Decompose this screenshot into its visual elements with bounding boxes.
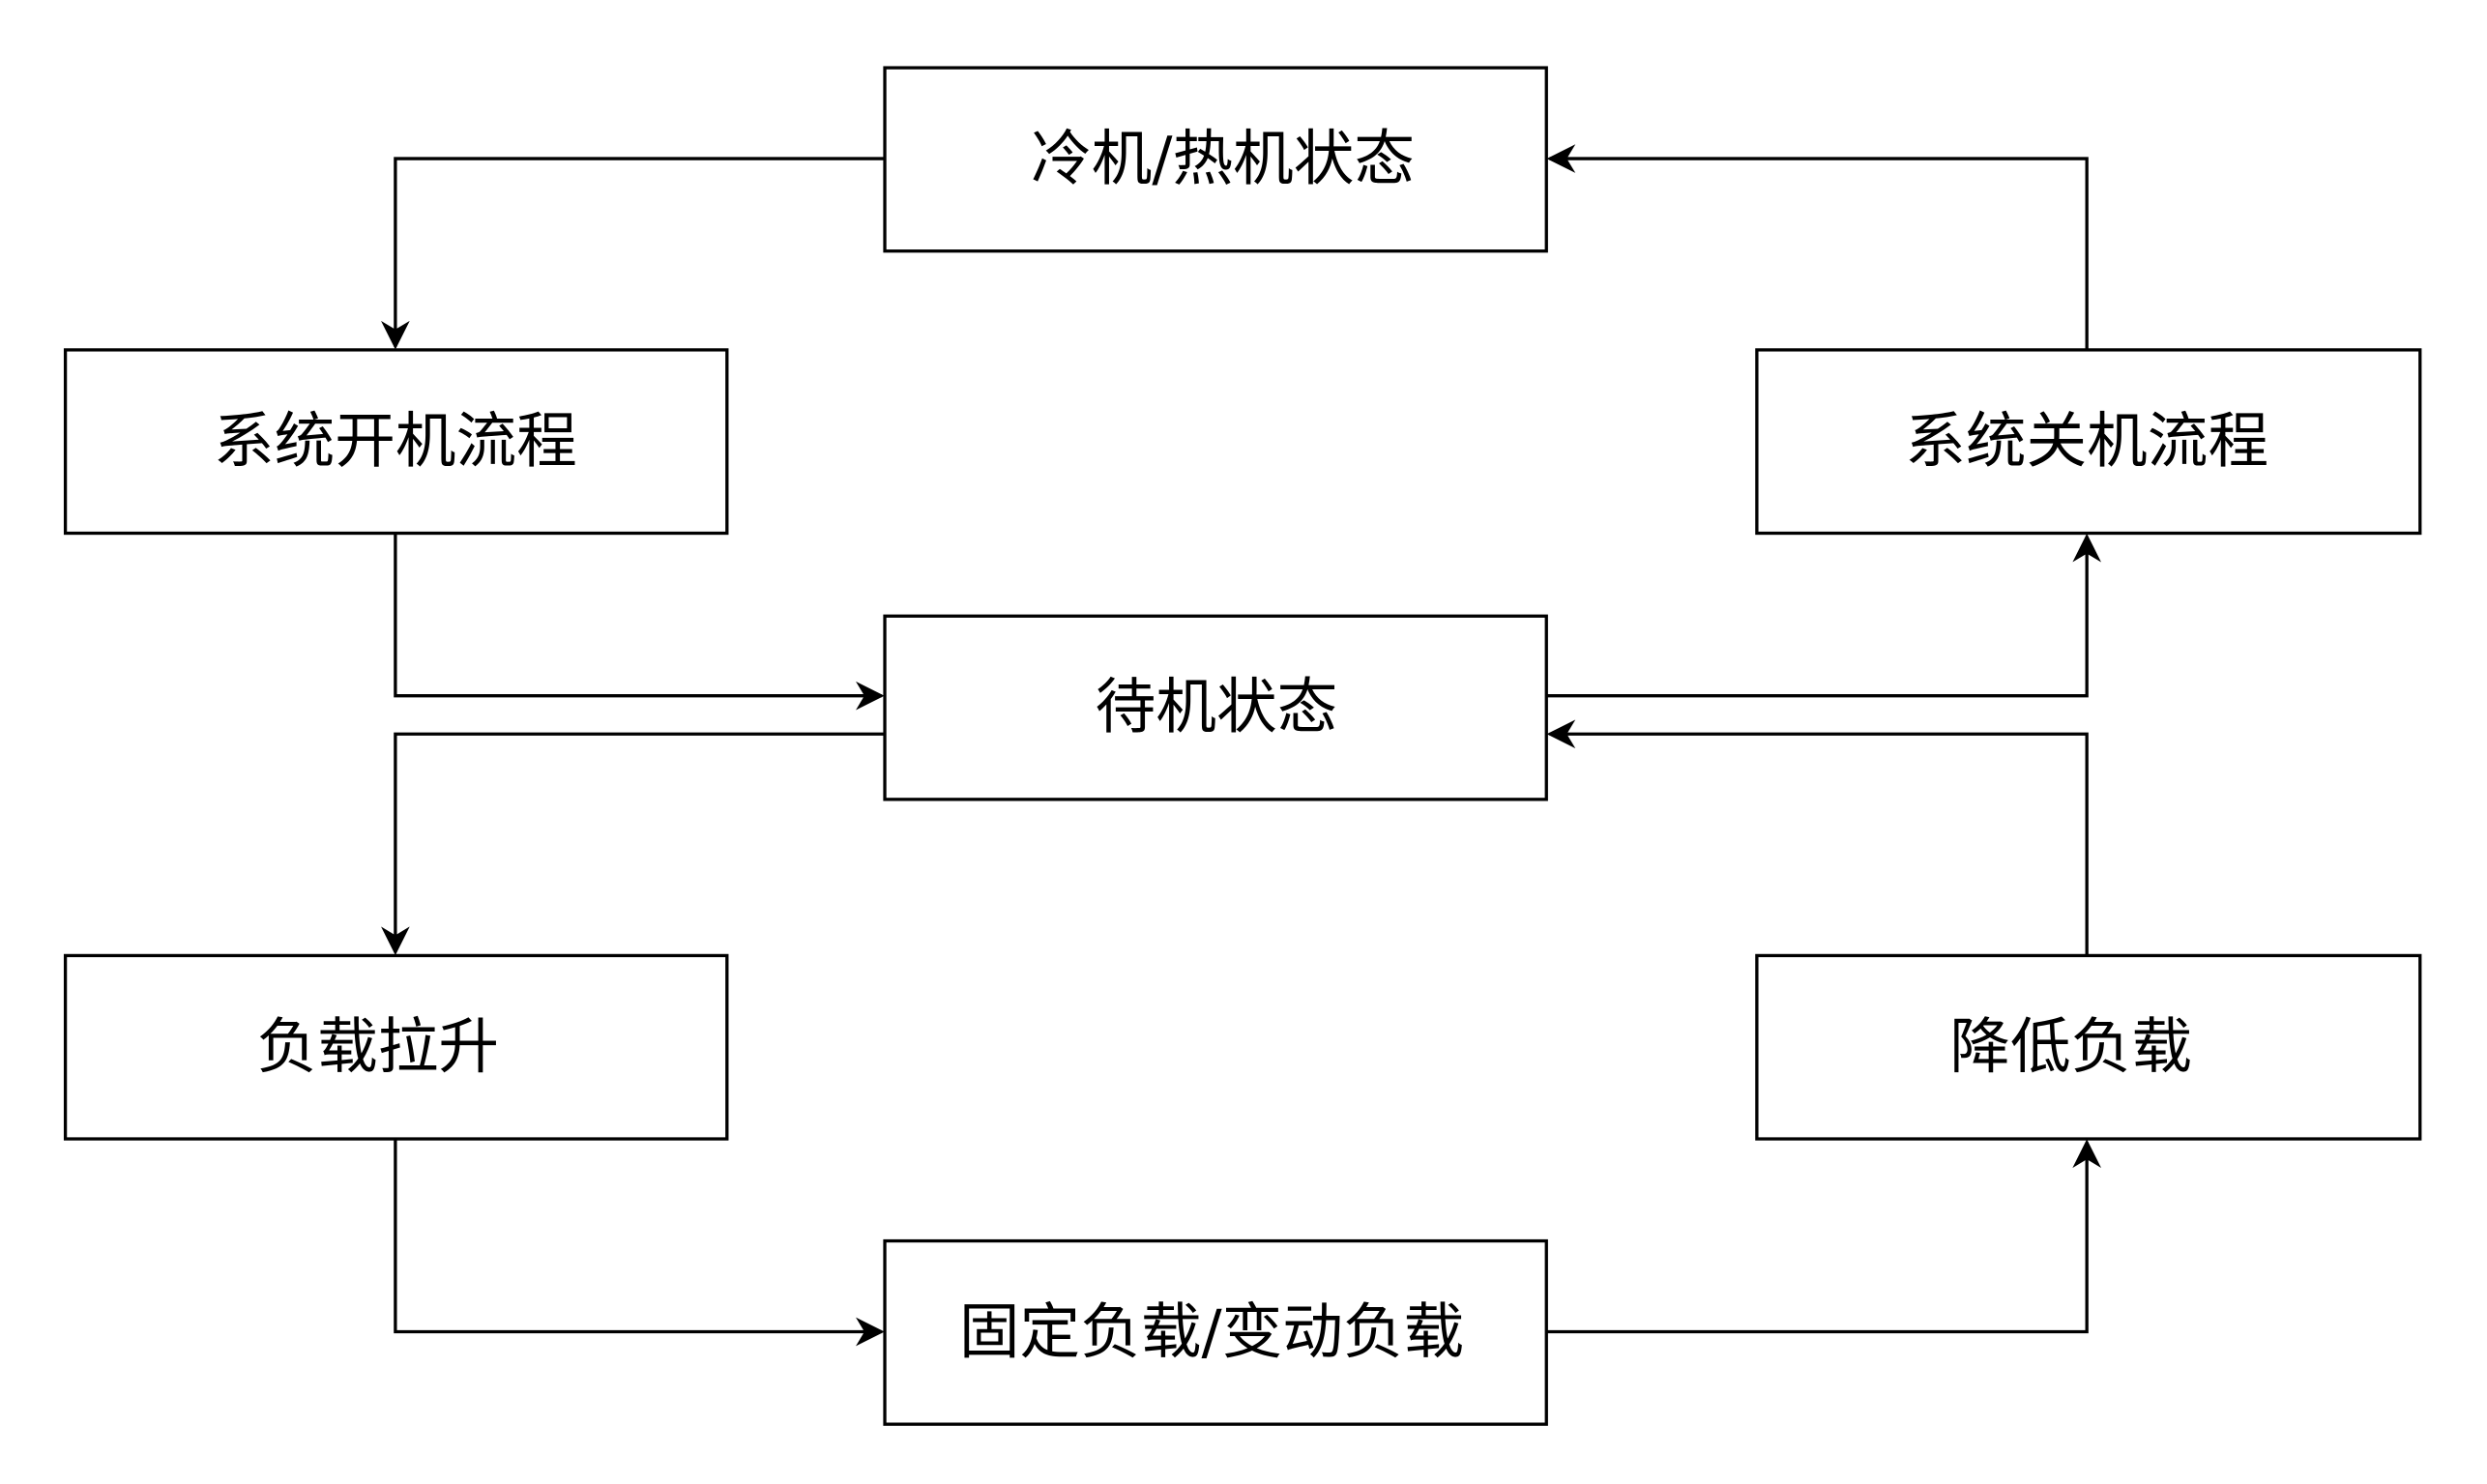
node-label: 系统开机流程 [214,405,577,476]
node-ramp-up[interactable]: 负载拉升 [63,953,729,1141]
edge-ramp-up-to-fixed-variable [394,1139,885,1347]
edge-standby-to-ramp-up [381,732,886,956]
edge-standby-to-shutdown [1546,533,2102,698]
node-label: 降低负载 [1949,1011,2192,1082]
edge-fixed-variable-to-reduce [1546,1139,2102,1334]
edges [381,144,2102,1347]
node-label: 固定负载/变动负载 [959,1296,1464,1367]
node-shutdown[interactable]: 系统关机流程 [1755,348,2422,536]
node-label: 待机状态 [1096,672,1338,742]
node-label: 系统关机流程 [1905,405,2268,476]
node-standby[interactable]: 待机状态 [883,614,1548,801]
node-label: 冷机/热机状态 [1031,124,1415,194]
node-fixed-variable[interactable]: 固定负载/变动负载 [883,1238,1548,1426]
edge-reduce-to-standby [1546,719,2089,956]
node-cold-hot[interactable]: 冷机/热机状态 [883,66,1548,253]
edge-startup-to-standby [394,533,885,711]
node-reduce[interactable]: 降低负载 [1755,953,2422,1141]
node-startup[interactable]: 系统开机流程 [63,348,729,536]
edge-shutdown-to-cold-hot [1546,144,2089,350]
edge-cold-hot-to-startup [381,157,886,350]
node-label: 负载拉升 [256,1011,499,1082]
